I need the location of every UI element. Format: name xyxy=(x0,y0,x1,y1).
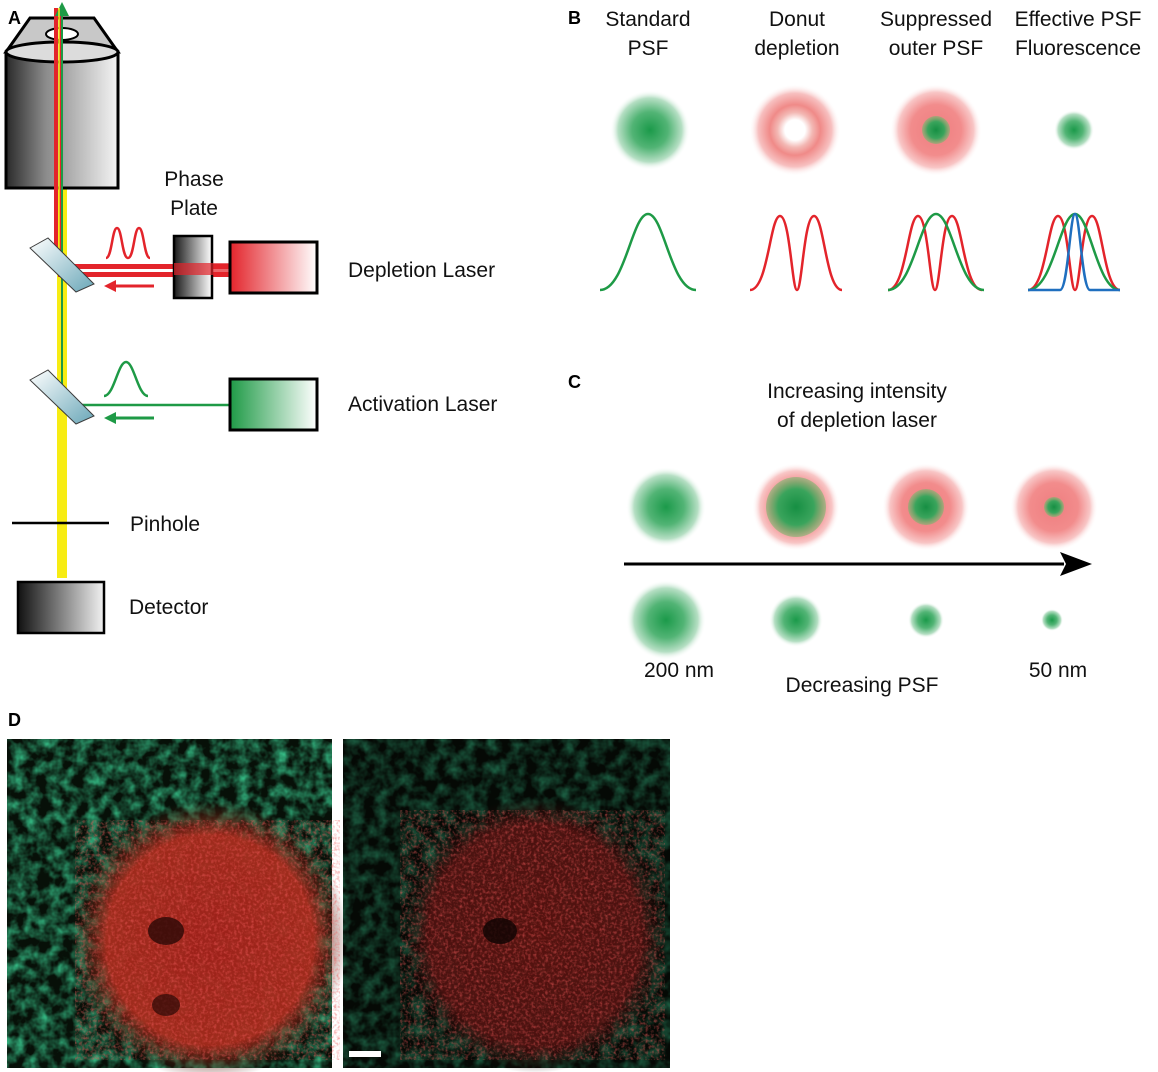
column-donut-line2: depletion xyxy=(754,37,839,60)
depletion-beam-horizontal xyxy=(54,264,230,269)
intensity-spot-1 xyxy=(626,467,706,547)
spot-donut-depletion xyxy=(749,84,841,176)
spot-suppressed-core xyxy=(922,116,950,144)
column-donut-line1: Donut xyxy=(769,8,825,31)
depletion-pulse-icon xyxy=(105,226,151,260)
curve-standard-psf xyxy=(599,212,697,292)
column-effective-line1: Effective PSF xyxy=(1015,8,1142,31)
spot-effective-psf xyxy=(1054,110,1094,150)
label-200nm: 200 nm xyxy=(644,659,714,682)
psf-spot-4 xyxy=(1041,609,1063,631)
curve-donut-depletion xyxy=(749,214,843,292)
intensity-spot-2 xyxy=(766,477,826,537)
dichroic-mirror-1 xyxy=(29,237,95,293)
psf-spot-3 xyxy=(908,602,944,638)
curve-effective-psf xyxy=(1027,212,1121,292)
panel-c-title-line1: Increasing intensity xyxy=(767,380,947,403)
pinhole-label: Pinhole xyxy=(130,513,200,536)
column-effective-line2: Fluorescence xyxy=(1015,37,1141,60)
psf-spot-1 xyxy=(626,580,706,660)
increasing-arrow-icon xyxy=(1060,552,1092,576)
depletion-beam-vertical xyxy=(54,8,58,270)
column-suppressed-line2: outer PSF xyxy=(889,37,984,60)
activation-laser-label: Activation Laser xyxy=(348,393,497,416)
panel-c-title-line2: of depletion laser xyxy=(777,409,937,432)
sted-image xyxy=(343,739,670,1072)
detector-label: Detector xyxy=(129,596,208,619)
depletion-laser-box xyxy=(228,240,319,295)
panel-b-letter: B xyxy=(568,8,581,28)
panel-d-letter: D xyxy=(8,710,21,730)
scale-bar xyxy=(349,1051,381,1057)
confocal-image xyxy=(7,739,348,1072)
phase-plate-label-line1: Phase xyxy=(164,168,224,191)
curve-suppressed-outer xyxy=(887,212,985,292)
column-suppressed-line1: Suppressed xyxy=(880,8,992,31)
depletion-arrow-icon xyxy=(104,280,116,292)
intensity-spot-4 xyxy=(1044,497,1064,517)
panel-a-letter: A xyxy=(8,8,21,28)
panel-b: B Standard PSF Donut depletion Suppresse… xyxy=(568,8,1142,292)
label-50nm: 50 nm xyxy=(1029,659,1087,682)
panel-a: A Phase Plate Dep xyxy=(3,2,497,635)
activation-pulse-icon xyxy=(103,360,149,398)
spot-standard-psf xyxy=(610,90,690,170)
panel-c-letter: C xyxy=(568,372,581,392)
dichroic-mirror-2 xyxy=(29,369,95,425)
psf-spot-2 xyxy=(769,593,823,647)
label-decreasing-psf: Decreasing PSF xyxy=(786,674,939,697)
panel-c: C Increasing intensity of depletion lase… xyxy=(568,372,1098,697)
activation-arrow-icon xyxy=(104,412,116,424)
panel-d: D xyxy=(7,710,670,1072)
detector-box xyxy=(16,580,106,635)
column-standard-psf-line1: Standard xyxy=(605,8,690,31)
intensity-spot-3 xyxy=(908,489,944,525)
column-standard-psf-line2: PSF xyxy=(628,37,669,60)
phase-plate-label-line2: Plate xyxy=(170,197,218,220)
activation-laser-box xyxy=(228,377,319,432)
depletion-laser-label: Depletion Laser xyxy=(348,259,495,282)
